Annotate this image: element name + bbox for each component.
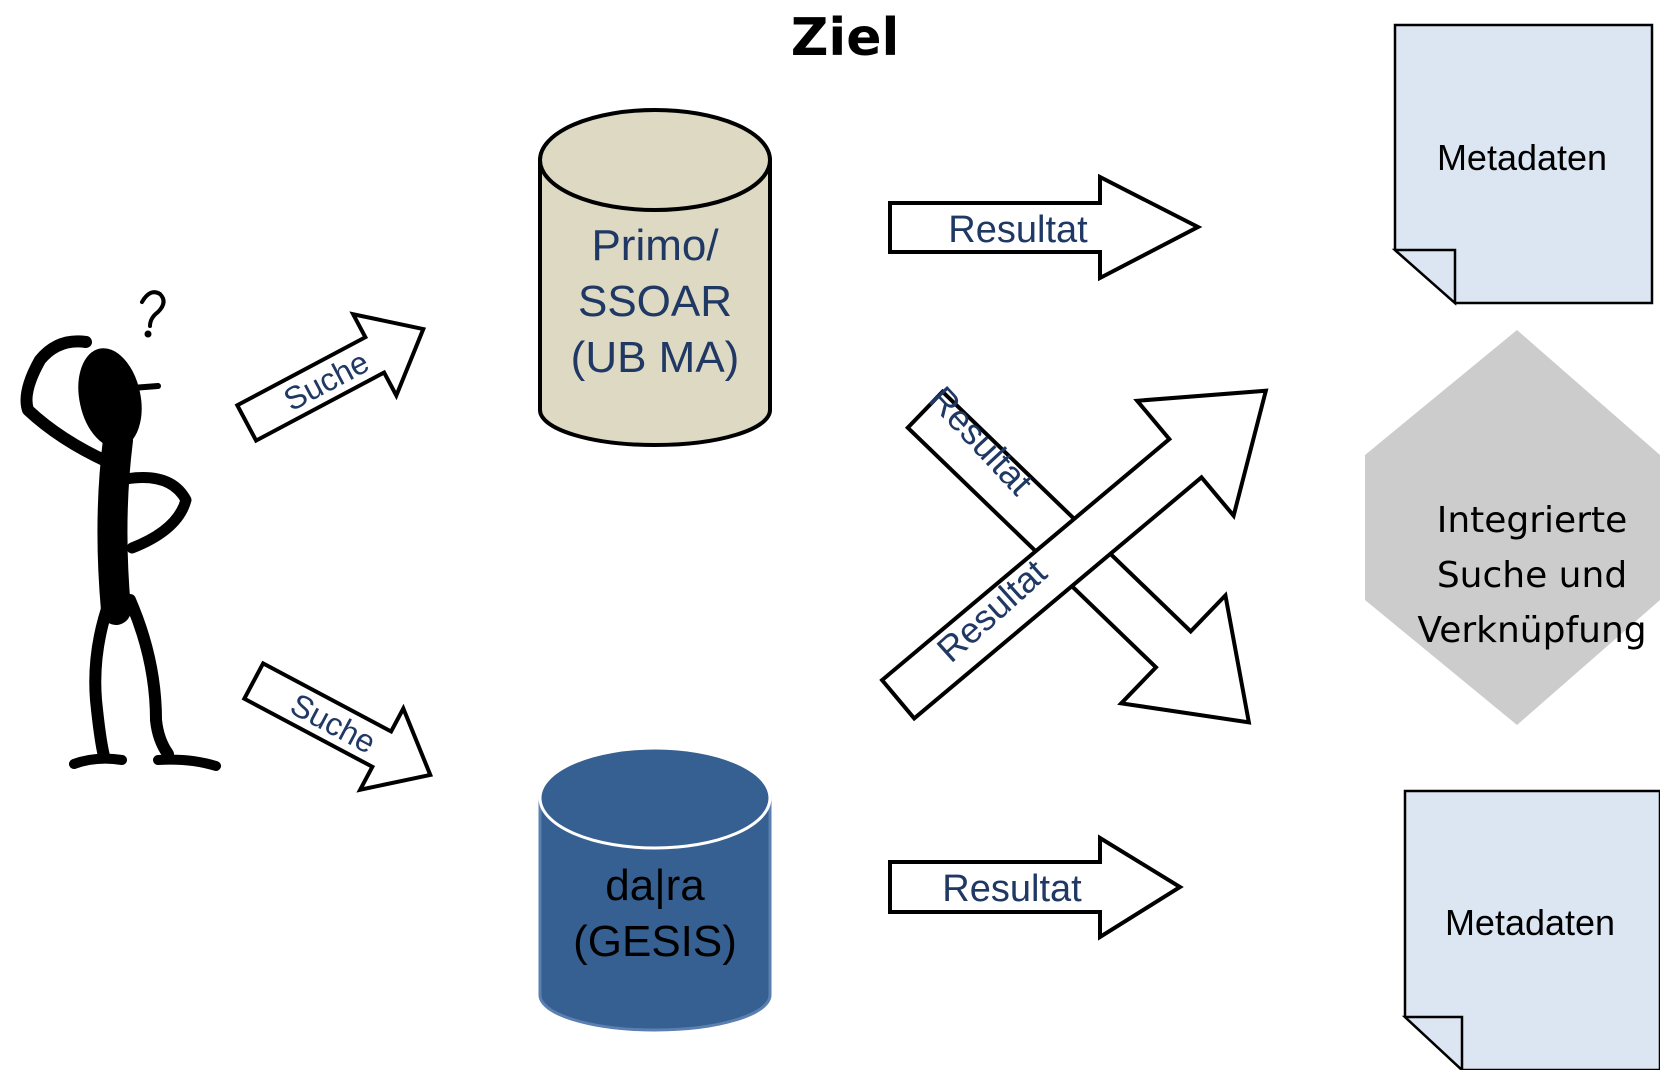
database-primo-line-3: (UB MA) — [571, 333, 740, 382]
integration-double-arrow — [1365, 330, 1660, 725]
metadata-document-bottom: Metadaten — [1401, 789, 1660, 1070]
database-dara-line-2: (GESIS) — [573, 917, 737, 966]
metadata-document-top: Metadaten — [1391, 23, 1654, 306]
page-title: Ziel — [791, 8, 900, 68]
database-dara-gesis: da|ra (GESIS) — [538, 746, 772, 1032]
result-arrow-top-label: Resultat — [948, 209, 1088, 251]
result-arrow-bottom: Resultat — [888, 834, 1184, 941]
integration-line-2: Suche und — [1437, 555, 1627, 596]
database-primo-ssoar: Primo/ SSOAR (UB MA) — [538, 108, 772, 447]
database-primo-line-1: Primo/ — [591, 221, 719, 270]
metadata-document-bottom-label: Metadaten — [1445, 902, 1615, 943]
result-arrow-top: Resultat — [888, 173, 1203, 282]
database-dara-line-1: da|ra — [605, 861, 705, 910]
search-arrow-lower-label: Suche — [285, 686, 382, 760]
search-arrow-upper: Suche — [234, 311, 427, 444]
thinking-person-icon — [20, 290, 221, 771]
search-arrow-upper-label: Suche — [278, 344, 375, 418]
integration-line-3: Verknüpfung — [1417, 610, 1646, 651]
database-primo-line-2: SSOAR — [578, 277, 732, 326]
metadata-document-top-label: Metadaten — [1437, 137, 1607, 178]
result-arrow-cross-up — [879, 388, 1269, 722]
search-arrow-lower: Suche — [241, 660, 434, 793]
integration-line-1: Integrierte — [1437, 500, 1628, 541]
result-arrow-bottom-label: Resultat — [942, 868, 1082, 910]
